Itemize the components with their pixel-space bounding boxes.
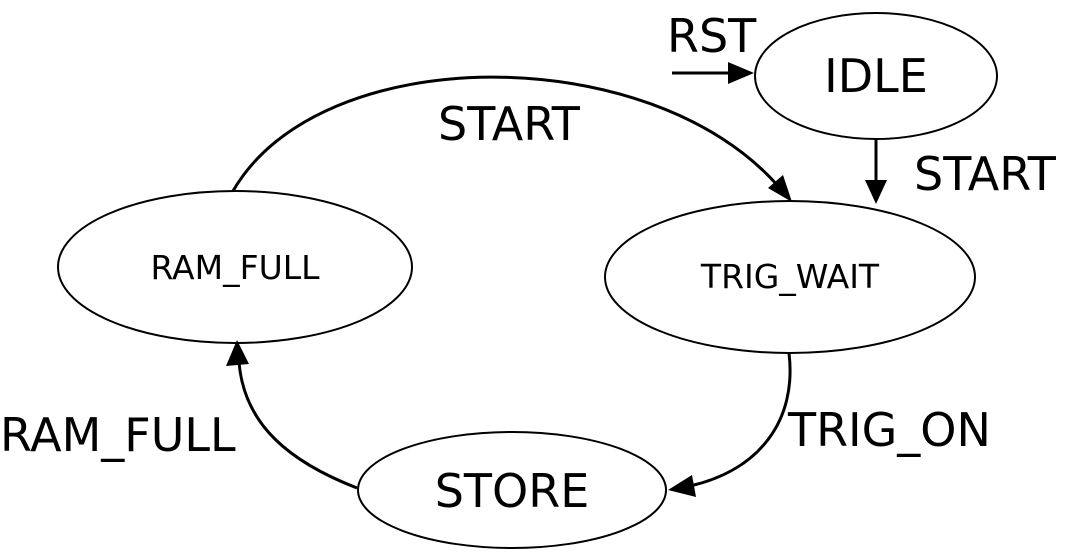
state-idle-label: IDLE <box>824 49 928 103</box>
transition-trig-wait-to-store: TRIG_ON <box>668 352 991 497</box>
state-ram-full-label: RAM_FULL <box>150 248 320 287</box>
store-to-ram-full-arrowhead <box>226 340 249 366</box>
state-idle: IDLE <box>754 12 998 140</box>
store-to-ram-full-arc <box>237 361 358 490</box>
reset-arrow-head <box>728 62 754 84</box>
trig-wait-to-store-arc <box>689 352 792 488</box>
transition-reset-to-idle: RST <box>667 9 757 84</box>
ram-full-to-trig-wait-arc <box>231 75 780 192</box>
transition-idle-to-trig-wait: START <box>865 139 1057 204</box>
state-store-label: STORE <box>435 464 590 518</box>
state-store: STORE <box>357 431 667 549</box>
state-store-ellipse <box>357 431 667 549</box>
state-ram-full-ellipse <box>57 190 413 344</box>
trig-wait-to-store-arrowhead <box>668 475 696 497</box>
reset-label: RST <box>667 9 757 63</box>
transition-store-to-ram-full: RAM_FULL <box>0 340 358 490</box>
trig-wait-to-store-label: TRIG_ON <box>787 403 991 457</box>
state-trig-wait-label: TRIG_WAIT <box>700 257 880 296</box>
idle-to-trig-wait-arrowhead <box>865 180 887 204</box>
ram-full-to-trig-wait-arrowhead <box>768 175 792 202</box>
idle-to-trig-wait-label: START <box>914 147 1057 201</box>
transition-ram-full-to-trig-wait: START <box>231 75 792 202</box>
store-to-ram-full-label: RAM_FULL <box>0 408 236 462</box>
state-ram-full: RAM_FULL <box>57 190 413 344</box>
state-trig-wait: TRIG_WAIT <box>604 200 976 354</box>
ram-full-to-trig-wait-label: START <box>438 97 581 151</box>
